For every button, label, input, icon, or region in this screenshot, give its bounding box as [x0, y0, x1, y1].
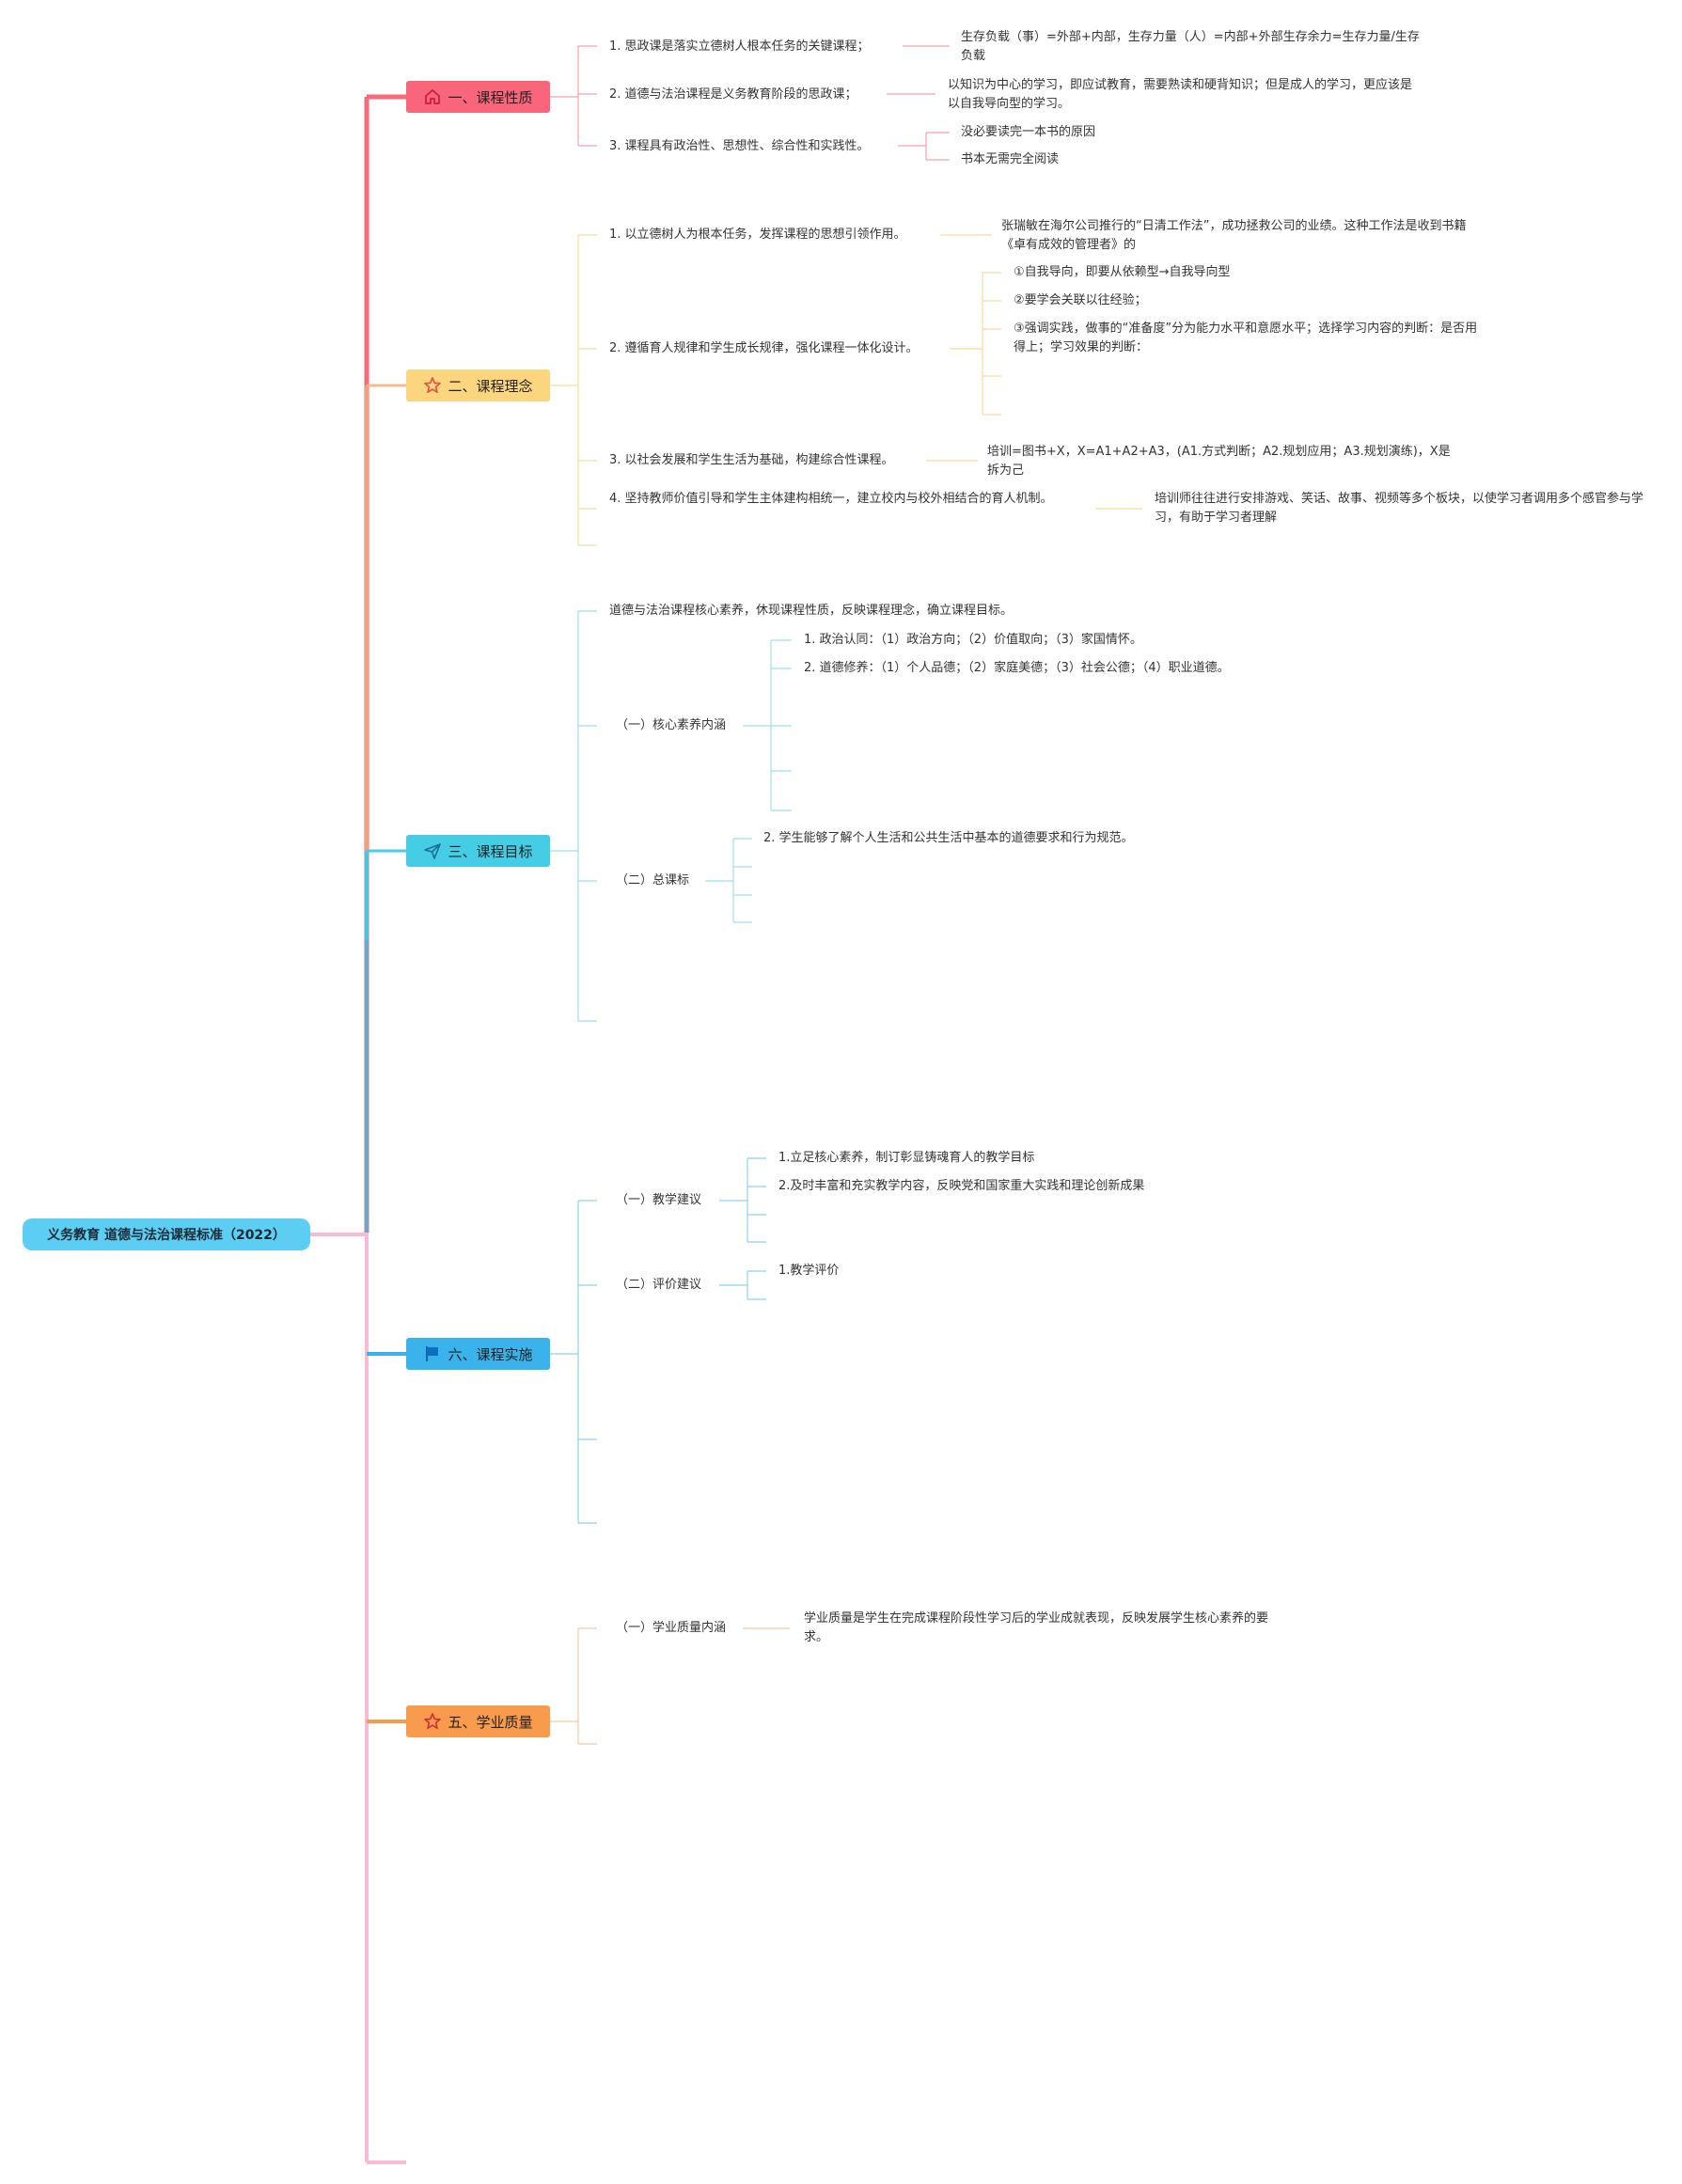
branch-label: 六、课程实施 — [448, 1345, 533, 1363]
node-2-4[interactable]: 4. 坚持教师价值引导和学生主体建构相统一，建立校内与校外相结合的育人机制。 — [609, 492, 1053, 506]
node-5-quality-connotation[interactable]: （一）学业质量内涵 — [616, 1621, 727, 1635]
flag-icon — [426, 1346, 439, 1361]
branch-course-objectives[interactable]: 三、课程目标 — [406, 835, 550, 867]
branch-label: 一、课程性质 — [448, 88, 533, 106]
node-4-1-1[interactable]: 1.立足核心素养，制订彰显铸魂育人的教学目标 — [778, 1151, 1035, 1165]
star-icon — [424, 1713, 442, 1729]
node-2-3[interactable]: 3. 以社会发展和学生生活为基础，构建综合性课程。 — [609, 453, 894, 467]
node-4-teaching[interactable]: （一）教学建议 — [616, 1193, 702, 1207]
branch-course-implementation[interactable]: 六、课程实施 — [406, 1338, 550, 1370]
branch-course-nature[interactable]: 一、课程性质 — [406, 81, 550, 113]
root-topic-label: 义务教育 道德与法治课程标准（2022） — [47, 1228, 286, 1243]
node-1-3[interactable]: 3. 课程具有政治性、思想性、综合性和实践性。 — [609, 139, 870, 153]
node-2-1[interactable]: 1. 以立德树人为根本任务，发挥课程的思想引领作用。 — [609, 228, 906, 242]
note-1-2[interactable]: 以知识为中心的学习，即应试教育，需要熟读和硬背知识；但是成人的学习，更应该是以自… — [948, 78, 1413, 111]
root-topic[interactable]: 义务教育 道德与法治课程标准（2022） — [23, 1218, 310, 1250]
node-4-2-1[interactable]: 1.教学评价 — [778, 1264, 840, 1278]
node-1-1[interactable]: 1. 思政课是落实立德树人根本任务的关键课程； — [609, 39, 870, 54]
send-icon — [424, 843, 442, 859]
node-1-2[interactable]: 2. 道德与法治课程是义务教育阶段的思政课； — [609, 87, 857, 102]
note-2-1[interactable]: 张瑞敏在海尔公司推行的“日清工作法”，成功拯救公司的业绩。这种工作法是收到书籍《… — [1001, 219, 1467, 252]
note-2-5[interactable]: 培训=图书+X，X=A1+A2+A3，(A1.方式判断；A2.规划应用；A3.规… — [987, 445, 1451, 478]
node-4-1-2[interactable]: 2.及时丰富和充实教学内容，反映党和国家重大实践和理论创新成果 — [778, 1179, 1145, 1193]
note-5-1[interactable]: 学业质量是学生在完成课程阶段性学习后的学业成就表现，反映发展学生核心素养的要求。 — [804, 1611, 1269, 1644]
note-1-3[interactable]: 没必要读完一本书的原因 — [961, 125, 1096, 139]
note-2-3[interactable]: ②要学会关联以往经验； — [1014, 293, 1147, 307]
node-2-2[interactable]: 2. 遵循育人规律和学生成长规律，强化课程一体化设计。 — [609, 341, 919, 355]
branch-label: 二、课程理念 — [448, 377, 533, 395]
home-icon — [425, 89, 441, 104]
node-3-1-2[interactable]: 2. 道德修养：（1）个人品德；（2）家庭美德；（3）社会公德；（4）职业道德。 — [804, 661, 1230, 675]
node-4-evaluation[interactable]: （二）评价建议 — [616, 1278, 702, 1292]
node-3-overall-standard[interactable]: （二）总课标 — [616, 873, 690, 888]
node-3-2-1[interactable]: 2. 学生能够了解个人生活和公共生活中基本的道德要求和行为规范。 — [763, 831, 1134, 845]
branch-course-philosophy[interactable]: 二、课程理念 — [406, 369, 550, 401]
note-2-4[interactable]: ③强调实践，做事的“准备度”分为能力水平和意愿水平；选择学习内容的判断：是否用得… — [1014, 322, 1478, 354]
star-icon — [424, 377, 442, 393]
branch-label: 三、课程目标 — [448, 842, 533, 860]
branch-academic-quality[interactable]: 五、学业质量 — [406, 1705, 550, 1737]
node-3-core-literacy[interactable]: （一）核心素养内涵 — [616, 718, 727, 732]
node-3-intro[interactable]: 道德与法治课程核心素养，休现课程性质，反映课程理念，确立课程目标。 — [609, 604, 1014, 618]
note-1-1[interactable]: 生存负载（事）=外部+内部，生存力量（人）=内部+外部生存余力=生存力量/生存负… — [961, 30, 1420, 63]
note-2-2[interactable]: ①自我导向，即要从依赖型→自我导向型 — [1014, 265, 1231, 279]
branch-label: 五、学业质量 — [448, 1713, 533, 1731]
note-1-4[interactable]: 书本无需完全阅读 — [961, 152, 1060, 166]
note-2-6[interactable]: 培训师往往进行安排游戏、笑话、故事、视频等多个板块，以使学习者调用多个感官参与学… — [1155, 492, 1644, 525]
node-3-1-1[interactable]: 1. 政治认同：（1）政治方向；（2）价值取向；（3）家国情怀。 — [804, 633, 1142, 647]
